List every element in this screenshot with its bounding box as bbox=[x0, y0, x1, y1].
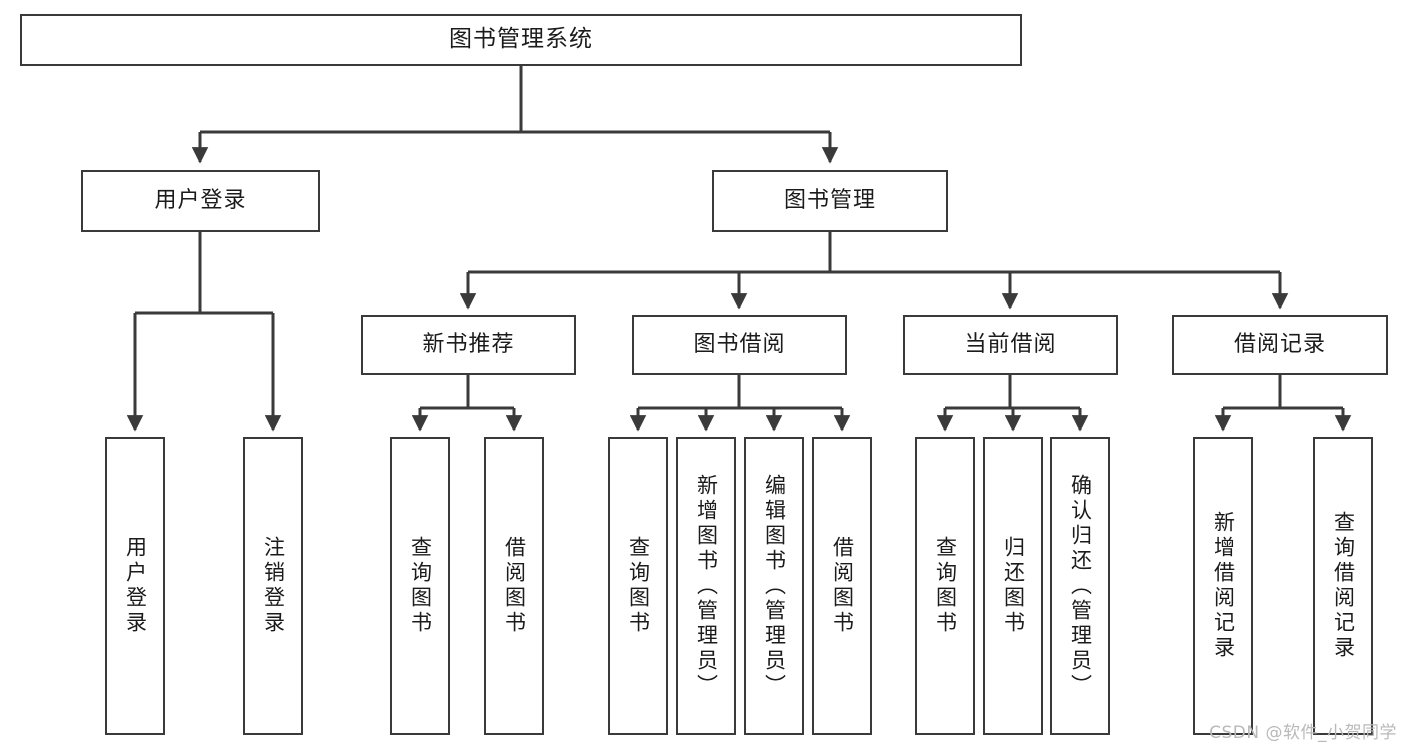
watermark: CSDN @软件_小贺同学 bbox=[1209, 723, 1397, 743]
leaf-query-book-newbook-label: 查询图书 bbox=[408, 536, 433, 636]
node-current-borrow[interactable]: 当前借阅 bbox=[903, 315, 1118, 375]
leaf-return-book-label: 归还图书 bbox=[1001, 536, 1026, 636]
node-user-login[interactable]: 用户登录 bbox=[81, 170, 320, 232]
node-user-login-label: 用户登录 bbox=[154, 188, 247, 214]
leaf-return-book[interactable]: 归还图书 bbox=[983, 437, 1043, 735]
node-book-borrow-label: 图书借阅 bbox=[693, 332, 786, 358]
node-book-management-label: 图书管理 bbox=[783, 188, 876, 214]
leaf-add-book-admin-label: 新增图书（管理员） bbox=[694, 473, 719, 699]
leaf-logout-label: 注销登录 bbox=[261, 536, 286, 636]
node-root[interactable]: 图书管理系统 bbox=[20, 14, 1022, 66]
leaf-add-book-admin[interactable]: 新增图书（管理员） bbox=[676, 437, 736, 735]
leaf-user-login[interactable]: 用户登录 bbox=[105, 437, 165, 735]
node-root-label: 图书管理系统 bbox=[449, 26, 593, 53]
leaf-borrow-book-label: 借阅图书 bbox=[830, 536, 855, 636]
leaf-add-borrow-record[interactable]: 新增借阅记录 bbox=[1193, 437, 1253, 735]
leaf-add-borrow-record-label: 新增借阅记录 bbox=[1211, 511, 1236, 661]
leaf-edit-book-admin-label: 编辑图书（管理员） bbox=[762, 473, 787, 699]
node-borrow-records[interactable]: 借阅记录 bbox=[1172, 315, 1388, 375]
leaf-query-book-current-label: 查询图书 bbox=[933, 536, 958, 636]
leaf-edit-book-admin[interactable]: 编辑图书（管理员） bbox=[744, 437, 804, 735]
leaf-borrow-book[interactable]: 借阅图书 bbox=[812, 437, 872, 735]
node-new-book-recommend-label: 新书推荐 bbox=[422, 332, 515, 358]
node-borrow-records-label: 借阅记录 bbox=[1233, 332, 1326, 358]
leaf-query-book-current[interactable]: 查询图书 bbox=[915, 437, 975, 735]
leaf-user-login-label: 用户登录 bbox=[123, 536, 148, 636]
leaf-confirm-return-admin-label: 确认归还（管理员） bbox=[1068, 473, 1093, 699]
leaf-borrow-book-newbook-label: 借阅图书 bbox=[502, 536, 527, 636]
leaf-logout[interactable]: 注销登录 bbox=[243, 437, 303, 735]
leaf-confirm-return-admin[interactable]: 确认归还（管理员） bbox=[1050, 437, 1110, 735]
leaf-query-borrow-record-label: 查询借阅记录 bbox=[1331, 511, 1356, 661]
leaf-query-book-borrow[interactable]: 查询图书 bbox=[608, 437, 668, 735]
node-book-management[interactable]: 图书管理 bbox=[712, 170, 948, 232]
leaf-query-borrow-record[interactable]: 查询借阅记录 bbox=[1313, 437, 1373, 735]
node-current-borrow-label: 当前借阅 bbox=[964, 332, 1057, 358]
node-book-borrow[interactable]: 图书借阅 bbox=[632, 315, 847, 375]
leaf-query-book-borrow-label: 查询图书 bbox=[626, 536, 651, 636]
leaf-borrow-book-newbook[interactable]: 借阅图书 bbox=[484, 437, 544, 735]
node-new-book-recommend[interactable]: 新书推荐 bbox=[361, 315, 576, 375]
leaf-query-book-newbook[interactable]: 查询图书 bbox=[390, 437, 450, 735]
